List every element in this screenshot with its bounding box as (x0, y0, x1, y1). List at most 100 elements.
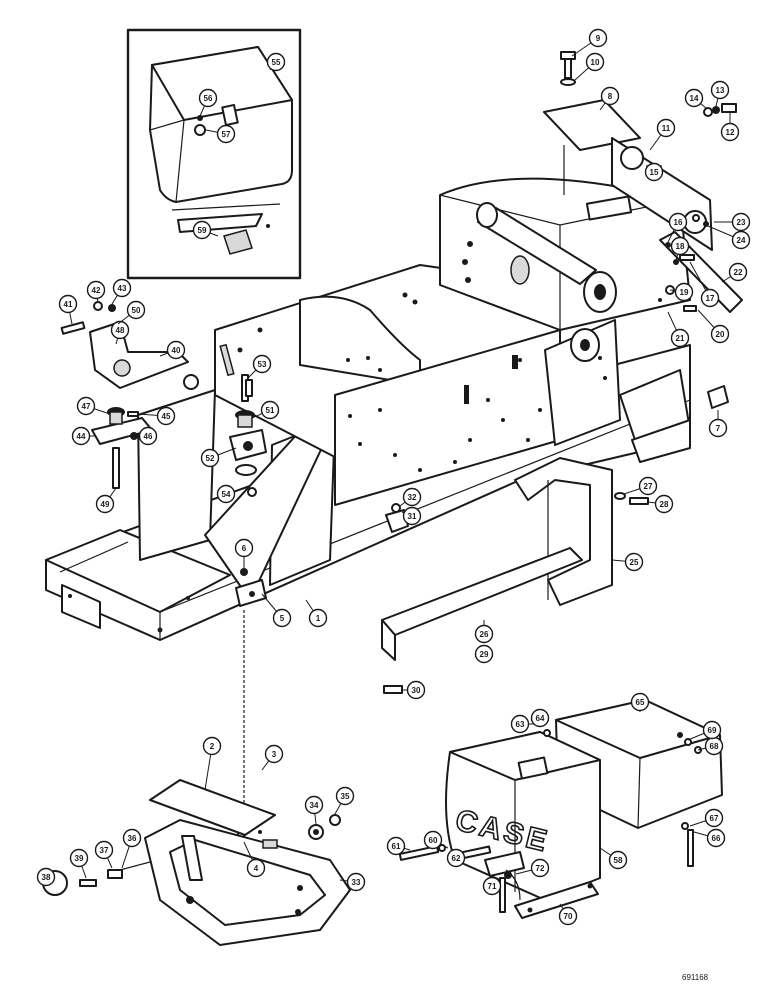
callout-circle (530, 708, 550, 728)
callout-56: 56 (198, 88, 218, 117)
callout-circle (702, 720, 722, 740)
callout-circle (76, 396, 96, 416)
callout-72: 72 (515, 858, 550, 878)
callout-number: 29 (480, 650, 489, 659)
callout-44: 44 (71, 426, 96, 446)
callout-number: 43 (118, 284, 127, 293)
callout-circle (423, 830, 443, 850)
callout-number: 59 (198, 226, 207, 235)
front-mounts (89, 321, 267, 476)
callout-number: 18 (676, 242, 685, 251)
callout-33: 33 (339, 872, 366, 892)
callout-12: 12 (720, 112, 740, 142)
callout-circle (708, 418, 728, 438)
callout-number: 23 (737, 218, 746, 227)
callout-number: 34 (310, 801, 319, 810)
callout-circle (731, 230, 751, 250)
callout-circle (126, 300, 146, 320)
callout-23: 23 (714, 212, 751, 232)
callout-39: 39 (69, 848, 89, 879)
callout-number: 8 (608, 92, 613, 101)
weight-carrier (42, 779, 351, 946)
callout-number: 16 (674, 218, 683, 227)
callout-7: 7 (708, 410, 728, 438)
callout-number: 12 (726, 128, 735, 137)
callout-circle (122, 828, 142, 848)
step-bracket (381, 457, 613, 661)
callout-number: 40 (172, 346, 181, 355)
callout-45: 45 (137, 406, 176, 426)
callout-55: 55 (266, 52, 286, 72)
callout-circle (260, 400, 280, 420)
callout-number: 32 (408, 493, 417, 502)
callout-circle (474, 624, 494, 644)
callout-65: 65 (630, 692, 650, 712)
callout-circle (710, 324, 730, 344)
callout-circle (216, 484, 236, 504)
callout-circle (402, 506, 422, 526)
callout-circle (670, 236, 690, 256)
callout-number: 20 (716, 330, 725, 339)
callout-circle (216, 124, 236, 144)
callout-11: 11 (649, 118, 676, 151)
callout-42: 42 (86, 280, 106, 303)
callout-number: 24 (737, 236, 746, 245)
callout-number: 48 (116, 326, 125, 335)
callout-number: 67 (710, 814, 719, 823)
callout-57: 57 (205, 124, 236, 144)
callout-71: 71 (482, 876, 502, 896)
callout-37: 37 (94, 840, 114, 869)
callout-10: 10 (574, 52, 605, 81)
callout-58: 58 (599, 847, 628, 870)
callout-21: 21 (667, 311, 690, 348)
callout-number: 26 (480, 630, 489, 639)
callout-number: 64 (536, 714, 545, 723)
callout-17: 17 (689, 261, 720, 308)
callout-circle (264, 744, 284, 764)
callout-number: 71 (488, 882, 497, 891)
callout-number: 69 (708, 726, 717, 735)
callout-circle (166, 340, 186, 360)
callout-circle (656, 118, 676, 138)
callout-circle (346, 872, 366, 892)
callout-circle (138, 426, 158, 446)
callout-number: 70 (564, 912, 573, 921)
callout-circle (308, 608, 328, 628)
callout-60: 60 (423, 830, 449, 850)
callout-number: 58 (614, 856, 623, 865)
callout-circle (202, 736, 222, 756)
callout-number: 25 (630, 558, 639, 567)
callout-66: 66 (693, 828, 726, 848)
callout-number: 62 (452, 854, 461, 863)
callout-6: 6 (234, 538, 254, 568)
callout-number: 13 (716, 86, 725, 95)
callout-circle (58, 294, 78, 314)
callout-circle (674, 282, 694, 302)
callout-number: 72 (536, 864, 545, 873)
callout-number: 51 (266, 406, 275, 415)
callout-circle (252, 354, 272, 374)
callout-32: 32 (399, 487, 422, 507)
callout-number: 50 (132, 306, 141, 315)
callout-circle (624, 552, 644, 572)
callout-circle (558, 906, 578, 926)
callout-circle (638, 476, 658, 496)
callout-number: 33 (352, 878, 361, 887)
callout-circle (95, 494, 115, 514)
hardware (60, 51, 737, 843)
callout-number: 3 (272, 750, 277, 759)
callout-circle (684, 88, 704, 108)
callout-50: 50 (117, 300, 146, 325)
callout-24: 24 (707, 225, 751, 250)
callout-40: 40 (159, 340, 186, 360)
callout-number: 10 (591, 58, 600, 67)
callout-number: 14 (690, 94, 699, 103)
callout-circle (266, 52, 286, 72)
callout-number: 39 (75, 854, 84, 863)
callout-14: 14 (684, 88, 707, 109)
callout-circle (386, 836, 406, 856)
callout-47: 47 (76, 396, 111, 416)
callout-circle (668, 212, 688, 232)
callout-circle (654, 494, 674, 514)
